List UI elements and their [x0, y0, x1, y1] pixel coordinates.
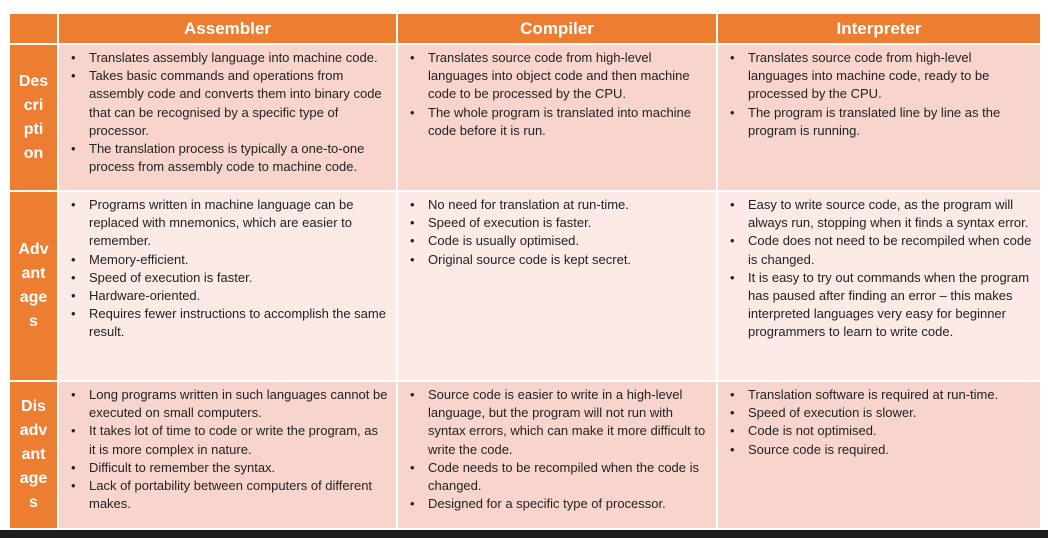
bottom-bar	[0, 530, 1048, 538]
table-row: AdvantagesPrograms written in machine la…	[8, 190, 1042, 382]
list-item: Code does not need to be recompiled when…	[730, 232, 1032, 268]
list-item: Requires fewer instructions to accomplis…	[71, 305, 388, 341]
list-item: Translates source code from high-level l…	[410, 49, 708, 104]
list-item: The translation process is typically a o…	[71, 140, 388, 176]
table-cell: Translation software is required at run-…	[716, 380, 1042, 530]
table-cell: Translates source code from high-level l…	[716, 43, 1042, 192]
list-item: Original source code is kept secret.	[410, 251, 708, 269]
table-cell: Source code is easier to write in a high…	[396, 380, 718, 530]
bullet-list: Easy to write source code, as the progra…	[718, 192, 1040, 348]
table-cell: No need for translation at run-time.Spee…	[396, 190, 718, 382]
list-item: Speed of execution is slower.	[730, 404, 1032, 422]
bullet-list: No need for translation at run-time.Spee…	[398, 192, 716, 275]
list-item: The program is translated line by line a…	[730, 104, 1032, 140]
list-item: Code is not optimised.	[730, 422, 1032, 440]
list-item: Takes basic commands and operations from…	[71, 67, 388, 140]
bullet-list: Translates source code from high-level l…	[398, 45, 716, 146]
list-item: No need for translation at run-time.	[410, 196, 708, 214]
header-compiler: Compiler	[396, 12, 718, 45]
bullet-list: Translates source code from high-level l…	[718, 45, 1040, 146]
list-item: The whole program is translated into mac…	[410, 104, 708, 140]
header-corner	[8, 12, 59, 45]
bullet-list: Source code is easier to write in a high…	[398, 382, 716, 519]
list-item: It is easy to try out commands when the …	[730, 269, 1032, 342]
bullet-list: Translation software is required at run-…	[718, 382, 1040, 465]
list-item: It takes lot of time to code or write th…	[71, 422, 388, 458]
bullet-list: Long programs written in such languages …	[59, 382, 396, 519]
list-item: Easy to write source code, as the progra…	[730, 196, 1032, 232]
header-assembler: Assembler	[57, 12, 398, 45]
list-item: Source code is easier to write in a high…	[410, 386, 708, 459]
list-item: Long programs written in such languages …	[71, 386, 388, 422]
list-item: Translates assembly language into machin…	[71, 49, 388, 67]
table-cell: Long programs written in such languages …	[57, 380, 398, 530]
list-item: Designed for a specific type of processo…	[410, 495, 708, 513]
list-item: Translates source code from high-level l…	[730, 49, 1032, 104]
list-item: Source code is required.	[730, 441, 1032, 459]
bullet-list: Programs written in machine language can…	[59, 192, 396, 348]
header-interpreter: Interpreter	[716, 12, 1042, 45]
list-item: Programs written in machine language can…	[71, 196, 388, 251]
list-item: Lack of portability between computers of…	[71, 477, 388, 513]
list-item: Code is usually optimised.	[410, 232, 708, 250]
list-item: Code needs to be recompiled when the cod…	[410, 459, 708, 495]
list-item: Translation software is required at run-…	[730, 386, 1032, 404]
list-item: Speed of execution is faster.	[71, 269, 388, 287]
bullet-list: Translates assembly language into machin…	[59, 45, 396, 182]
list-item: Memory-efficient.	[71, 251, 388, 269]
table-cell: Translates assembly language into machin…	[57, 43, 398, 192]
list-item: Speed of execution is faster.	[410, 214, 708, 232]
list-item: Hardware-oriented.	[71, 287, 388, 305]
list-item: Difficult to remember the syntax.	[71, 459, 388, 477]
table-cell: Easy to write source code, as the progra…	[716, 190, 1042, 382]
table-cell: Translates source code from high-level l…	[396, 43, 718, 192]
header-row: Assembler Compiler Interpreter	[8, 12, 1042, 45]
table-cell: Programs written in machine language can…	[57, 190, 398, 382]
